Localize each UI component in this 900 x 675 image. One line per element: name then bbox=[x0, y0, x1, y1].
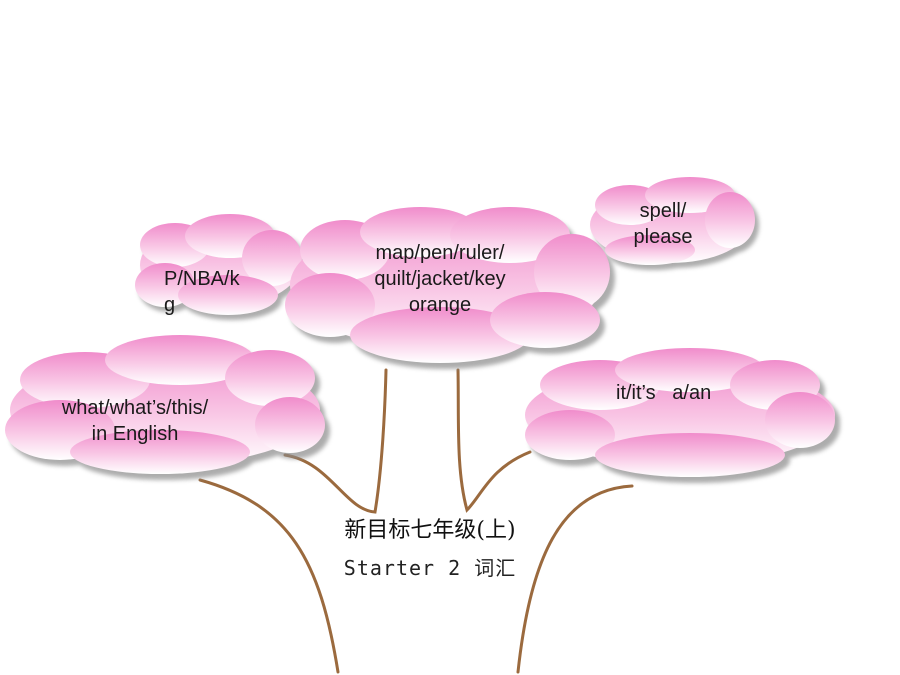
branch-center bbox=[456, 368, 532, 513]
trunk-right bbox=[516, 484, 634, 674]
cloud-pnbakg-line2: g bbox=[164, 294, 176, 316]
cloud-classroom-items-line3: orange bbox=[408, 294, 472, 316]
cloud-spell-please-text: spell/ please bbox=[613, 198, 713, 250]
cloud-it-an-line1: it/it’s a/an bbox=[616, 382, 712, 404]
cloud-classroom-items-line1: map/pen/ruler/ bbox=[375, 242, 505, 264]
cloud-spell-please-line2: please bbox=[633, 226, 693, 248]
cloud-spell-please bbox=[590, 177, 759, 270]
cloud-pnbakg-text: P/NBA/k g bbox=[164, 266, 240, 318]
cloud-it-an-text: it/it’s a/an bbox=[616, 380, 711, 406]
cloud-spell-please-line1: spell/ bbox=[639, 200, 687, 222]
cloud-classroom-items-text: map/pen/ruler/ quilt/jacket/key orange bbox=[340, 240, 540, 318]
cloud-pnbakg-line1: P/NBA/k bbox=[164, 268, 240, 290]
cloud-classroom-items-line2: quilt/jacket/key bbox=[374, 268, 506, 290]
cloud-it-an bbox=[525, 348, 840, 483]
diagram-title: 新目标七年级(上) bbox=[344, 518, 516, 543]
trunk-left bbox=[198, 478, 340, 674]
cloud-what-this-line1: what/what’s/this/ bbox=[61, 397, 209, 419]
cloud-what-this-text: what/what’s/this/ in English bbox=[40, 395, 230, 447]
tree-branches bbox=[198, 368, 634, 674]
cloud-pnbakg bbox=[135, 214, 306, 320]
cloud-classroom-items bbox=[285, 207, 615, 369]
diagram-subtitle: Starter 2 词汇 bbox=[343, 556, 517, 580]
cloud-what-this-line2: in English bbox=[91, 423, 179, 445]
cloud-what-this bbox=[5, 335, 330, 480]
branch-left-upper bbox=[283, 368, 388, 514]
